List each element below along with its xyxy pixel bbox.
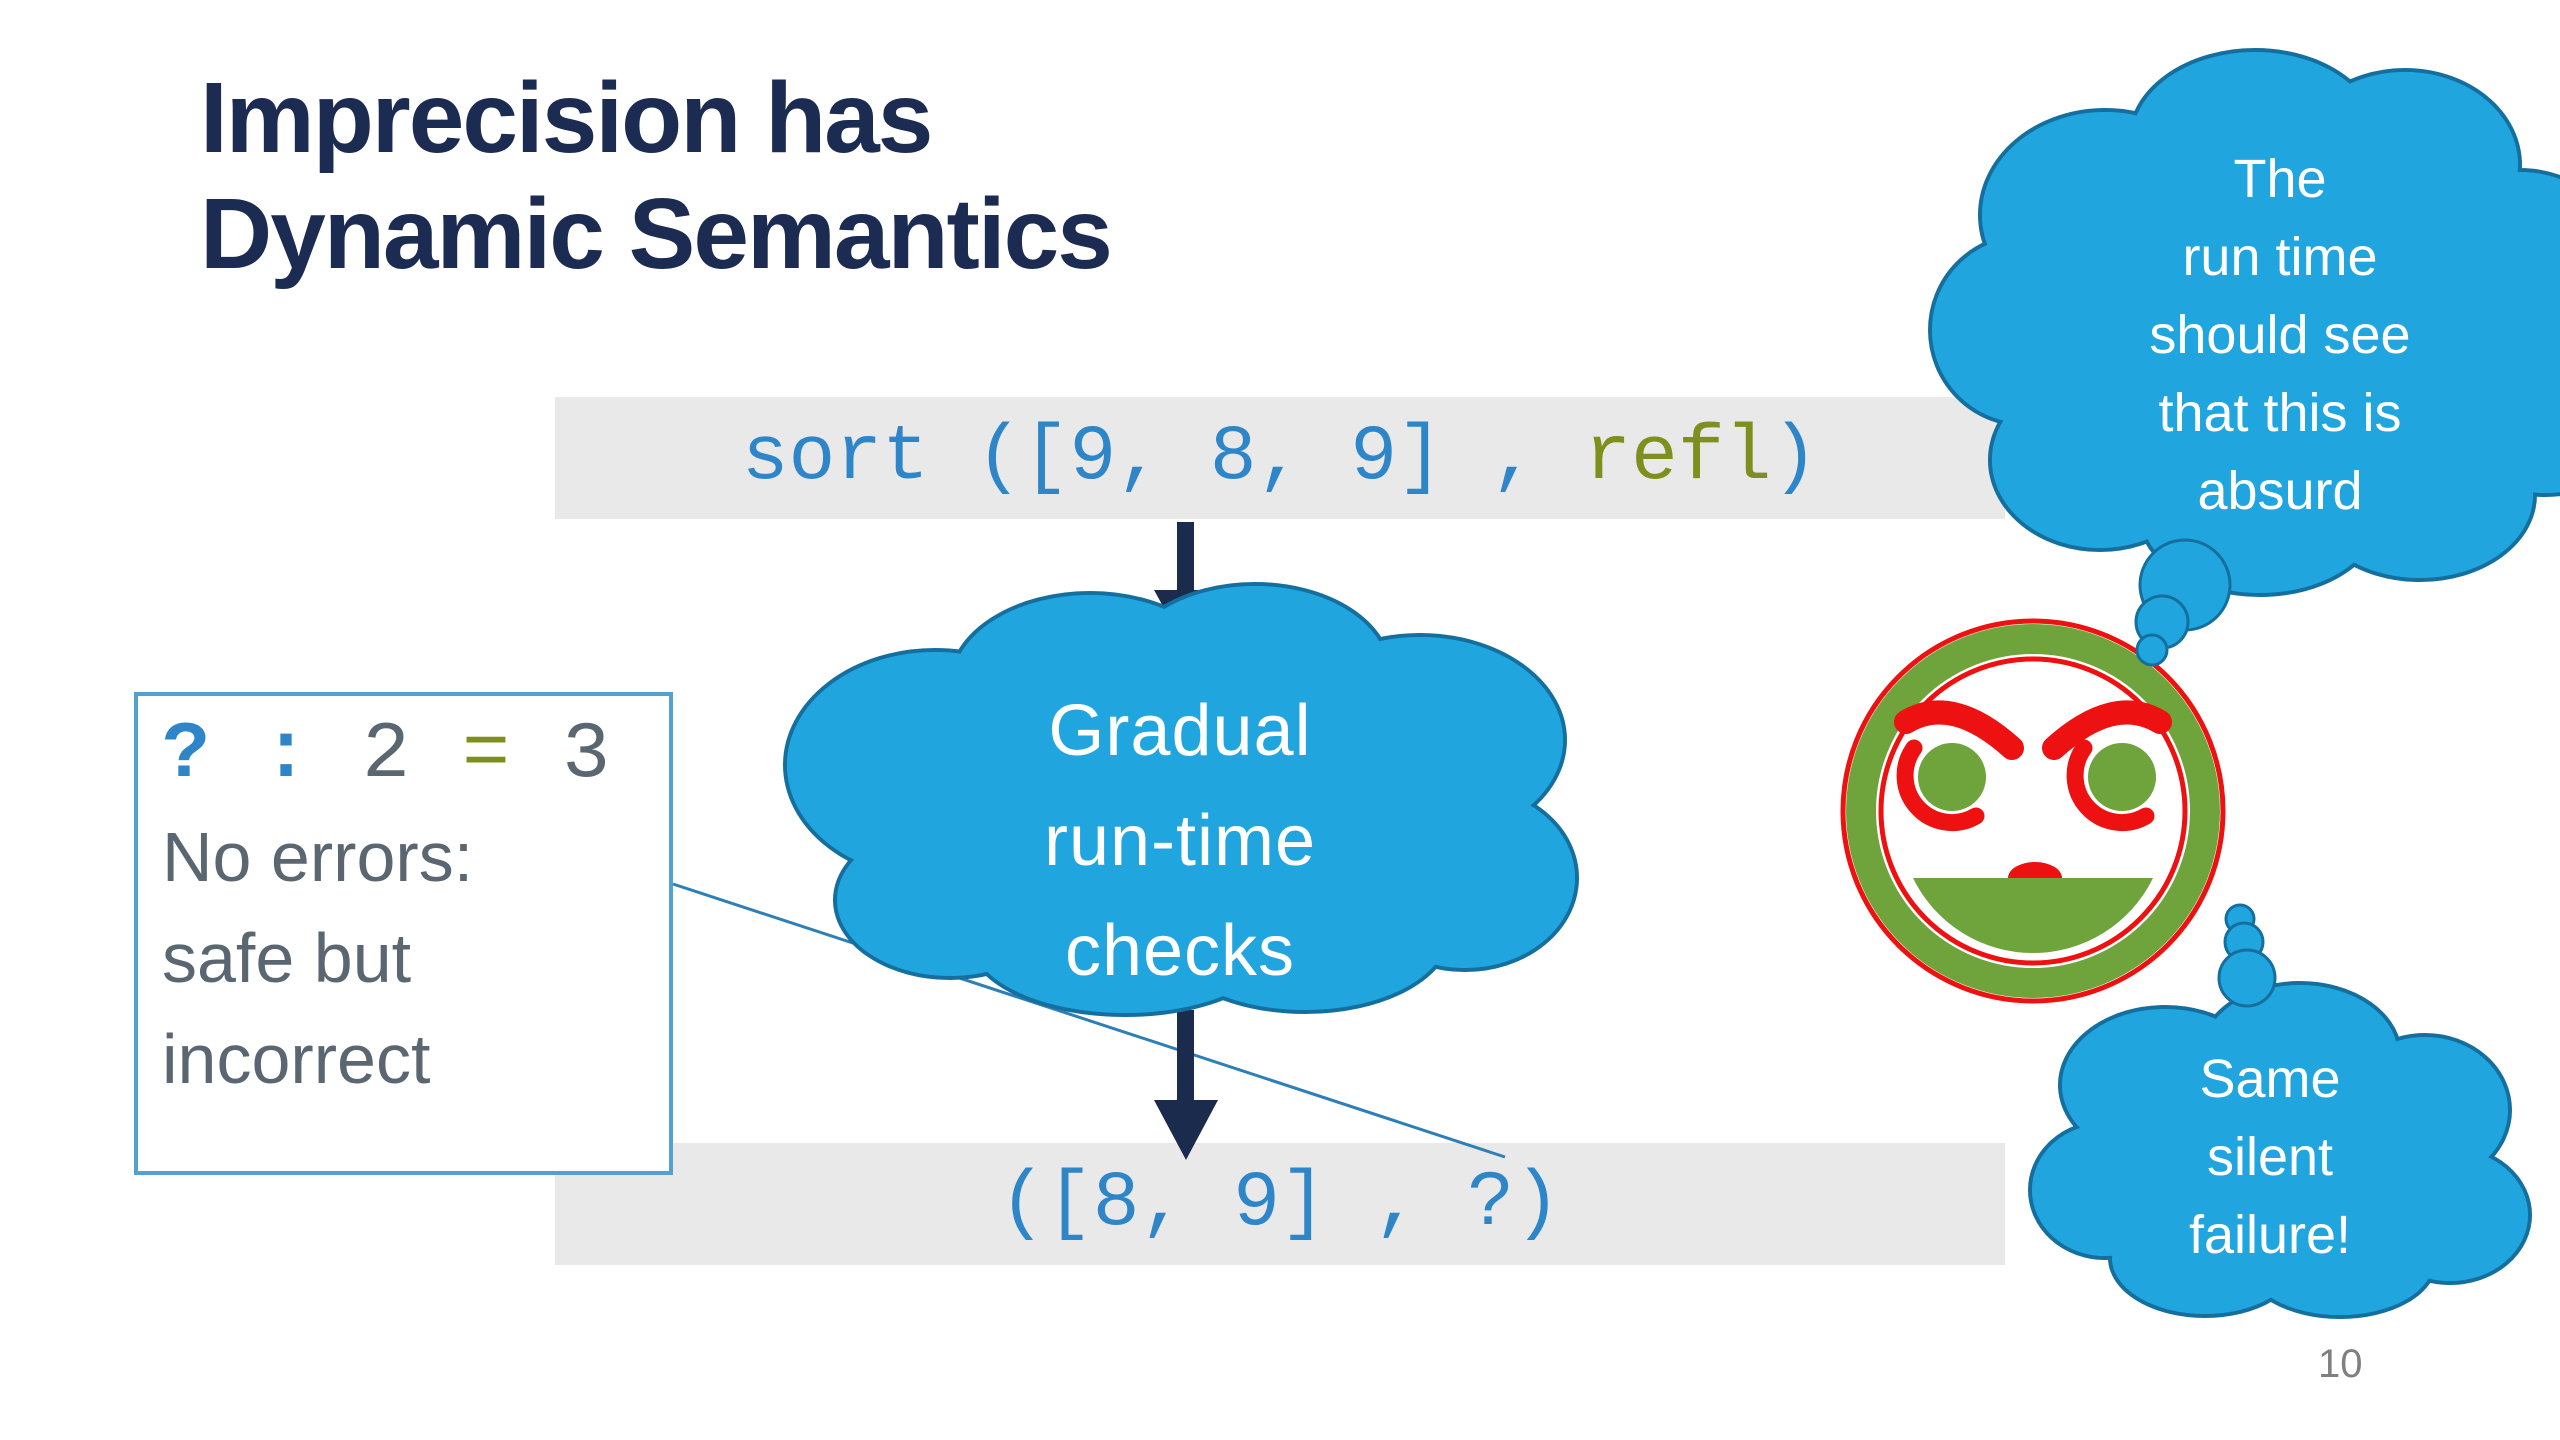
thought-bubble-trail-bottom: [2217, 903, 2277, 1008]
cloud-text-line: run time: [2182, 227, 2378, 287]
cloud-text-line: checks: [1064, 911, 1296, 991]
code-input-box: sort ([9, 8, 9] , refl): [555, 397, 2005, 519]
expr-token: ? :: [162, 710, 363, 801]
code-token-refl: refl: [1584, 414, 1772, 502]
cloud-text-line: should see: [2149, 305, 2411, 365]
cloud-text-line: run-time: [1043, 801, 1317, 881]
cloud-text-line: Gradual: [1048, 691, 1312, 771]
angry-face-icon: [1840, 618, 2226, 1004]
thought-bubble-top-text: The run time should see that this is abs…: [2020, 140, 2540, 530]
page-title: Imprecision has Dynamic Semantics: [200, 60, 1113, 292]
expr-token: 3: [562, 710, 613, 801]
thought-bubble-bottom-text: Same silent failure!: [2070, 1040, 2470, 1274]
cloud-text-line: absurd: [2197, 461, 2363, 521]
expr-token: 2: [362, 710, 463, 801]
cloud-text-line: Same: [2199, 1049, 2341, 1109]
callout-line: [672, 882, 1506, 1159]
title-line-2: Dynamic Semantics: [200, 178, 1113, 290]
expr-token: =: [462, 710, 563, 801]
left-eyebrow: [1894, 700, 2024, 760]
cloud-text-line: that this is: [2158, 383, 2402, 443]
annotation-line: safe but: [162, 919, 412, 997]
cloud-text-line: The: [2233, 149, 2327, 209]
code-token: ): [1771, 414, 1819, 502]
mouth: [1913, 878, 2153, 953]
annotation-line: incorrect: [162, 1020, 431, 1098]
title-line-1: Imprecision has: [200, 62, 933, 174]
page-number: 10: [2318, 1342, 2363, 1386]
code-result-text: ([8, 9] , ?): [999, 1160, 1561, 1248]
annotation-expression: ? : 2 = 3: [162, 710, 669, 801]
thought-bubble-top-shape: [1932, 52, 2560, 593]
down-arrow-icon: [1154, 1010, 1218, 1160]
thought-bubble-bottom-shape: [2032, 985, 2528, 1315]
right-eye: [2088, 743, 2156, 811]
upper-lip: [2008, 862, 2062, 878]
code-result-box: ([8, 9] , ?): [555, 1143, 2005, 1265]
annotation-line: No errors:: [162, 818, 474, 896]
process-cloud-shape: [787, 586, 1575, 1013]
right-eyebrow: [2042, 700, 2172, 760]
left-eye: [1918, 743, 1986, 811]
cloud-text-line: silent: [2206, 1127, 2334, 1187]
cloud-text-line: failure!: [2188, 1205, 2352, 1265]
annotation-box: ? : 2 = 3 No errors: safe but incorrect: [134, 692, 673, 1175]
process-cloud-text: Gradual run-time checks: [830, 676, 1530, 1006]
thought-bubble-trail-top: [2134, 538, 2232, 667]
code-token: sort ([9, 8, 9] ,: [741, 414, 1585, 502]
